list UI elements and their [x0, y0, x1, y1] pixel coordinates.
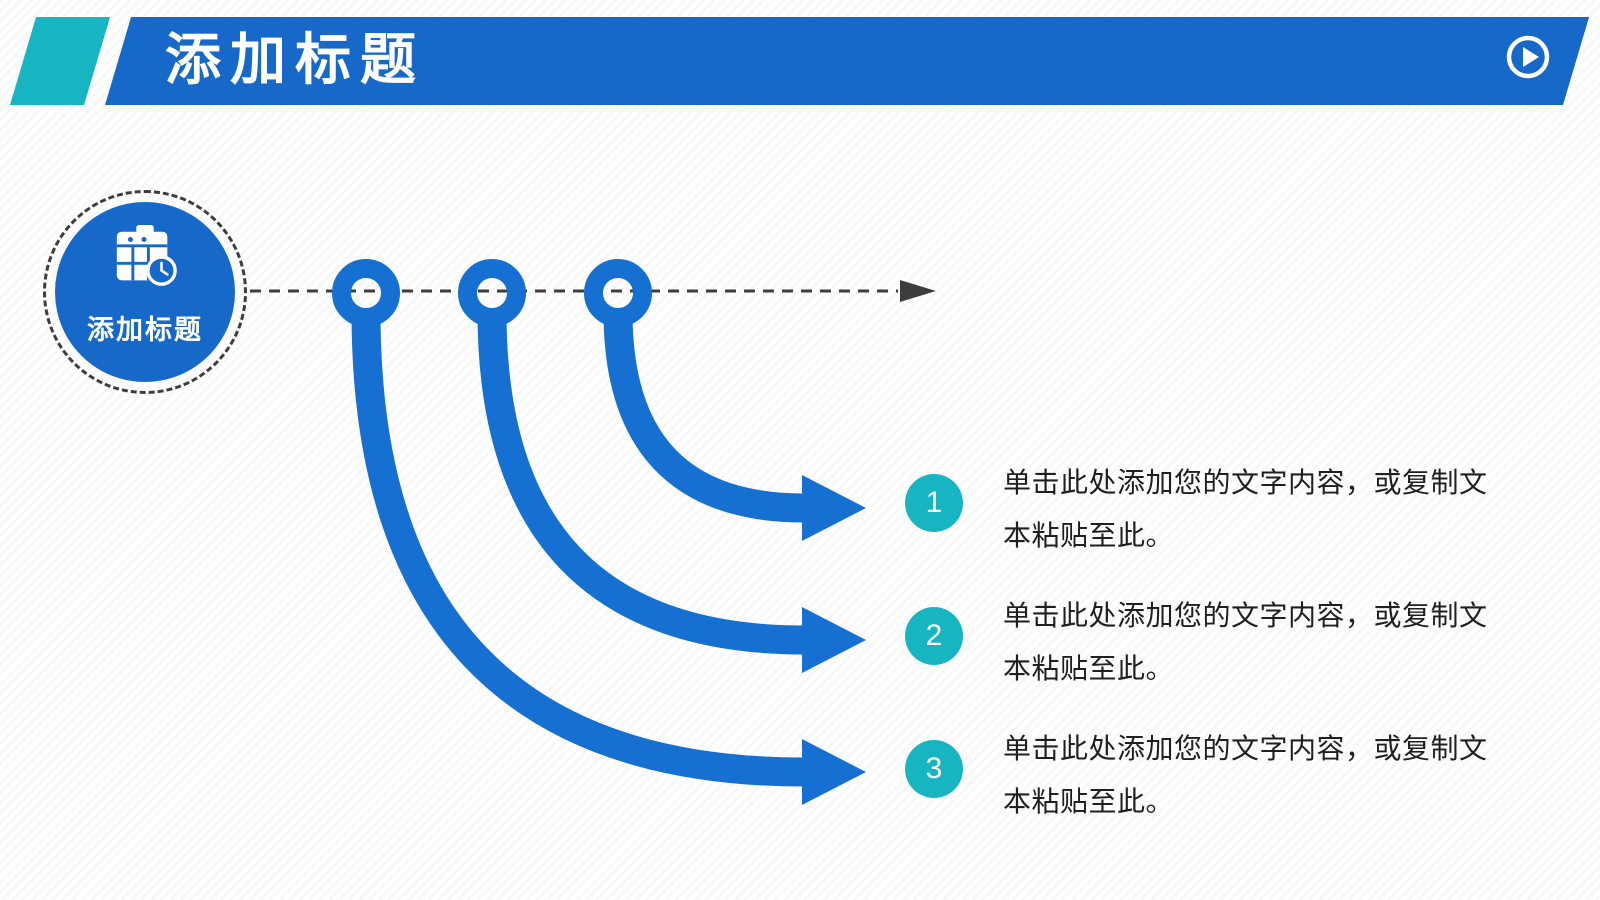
timeline-node-1 [332, 259, 400, 327]
step-number-1: 1 [925, 486, 943, 519]
hub-dashed-ring [43, 190, 247, 394]
curve-arrowhead-2-icon [802, 607, 866, 673]
step-text-2-line1: 单击此处添加您的文字内容，或复制文 [1003, 600, 1488, 631]
step-text-1-line1: 单击此处添加您的文字内容，或复制文 [1003, 467, 1488, 498]
curve-arrow-3 [351, 311, 805, 787]
timeline-arrowhead-icon [900, 280, 936, 302]
play-icon [1506, 35, 1550, 79]
curve-arrow-2 [477, 311, 805, 655]
calendar-clock-icon [116, 224, 177, 286]
header-accent-parallelogram [10, 17, 111, 105]
step-number-badge-1: 1 [905, 474, 963, 532]
hub-label: 添加标题 [87, 315, 203, 345]
step-text-3-line1: 单击此处添加您的文字内容，或复制文 [1003, 733, 1488, 764]
timeline-node-3 [584, 259, 652, 327]
page-title: 添加标题 [165, 28, 425, 91]
step-number-2: 2 [925, 619, 943, 652]
play-button[interactable] [1506, 35, 1550, 79]
step-text-3-line2: 本粘贴至此。 [1003, 786, 1175, 817]
curve-arrowhead-1-icon [802, 475, 866, 541]
step-text-2: 单击此处添加您的文字内容，或复制文 本粘贴至此。 [1003, 589, 1508, 695]
step-text-2-line2: 本粘贴至此。 [1003, 653, 1175, 684]
step-number-badge-3: 3 [905, 740, 963, 798]
curve-arrowhead-3-icon [802, 739, 866, 805]
curve-arrow-1 [603, 311, 805, 523]
step-number-3: 3 [925, 752, 943, 785]
step-text-3: 单击此处添加您的文字内容，或复制文 本粘贴至此。 [1003, 722, 1508, 828]
timeline-node-2 [458, 259, 526, 327]
step-text-1-line2: 本粘贴至此。 [1003, 520, 1175, 551]
step-text-1: 单击此处添加您的文字内容，或复制文 本粘贴至此。 [1003, 456, 1508, 562]
step-number-badge-2: 2 [905, 607, 963, 665]
